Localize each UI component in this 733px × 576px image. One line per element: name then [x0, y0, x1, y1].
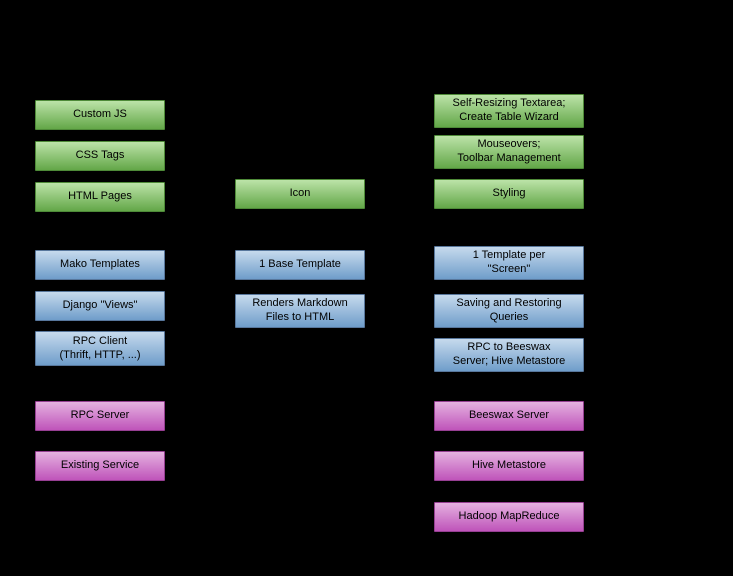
box-beeswax-server: Beeswax Server — [434, 401, 584, 431]
box-template-per-screen: 1 Template per "Screen" — [434, 246, 584, 280]
box-hive-metastore: Hive Metastore — [434, 451, 584, 481]
box-django-views: Django "Views" — [35, 291, 165, 321]
box-rpc-server: RPC Server — [35, 401, 165, 431]
box-renders-markdown: Renders Markdown Files to HTML — [235, 294, 365, 328]
box-rpc-client: RPC Client (Thrift, HTTP, ...) — [35, 331, 165, 366]
box-self-resizing-textarea: Self-Resizing Textarea; Create Table Wiz… — [434, 94, 584, 128]
box-mouseovers: Mouseovers; Toolbar Management — [434, 135, 584, 169]
box-icon: Icon — [235, 179, 365, 209]
box-custom-js: Custom JS — [35, 100, 165, 130]
box-hadoop-mapreduce: Hadoop MapReduce — [434, 502, 584, 532]
box-mako-templates: Mako Templates — [35, 250, 165, 280]
box-html-pages: HTML Pages — [35, 182, 165, 212]
box-saving-restoring-queries: Saving and Restoring Queries — [434, 294, 584, 328]
box-css-tags: CSS Tags — [35, 141, 165, 171]
box-base-template: 1 Base Template — [235, 250, 365, 280]
box-styling: Styling — [434, 179, 584, 209]
box-existing-service: Existing Service — [35, 451, 165, 481]
box-rpc-to-beeswax: RPC to Beeswax Server; Hive Metastore — [434, 338, 584, 372]
